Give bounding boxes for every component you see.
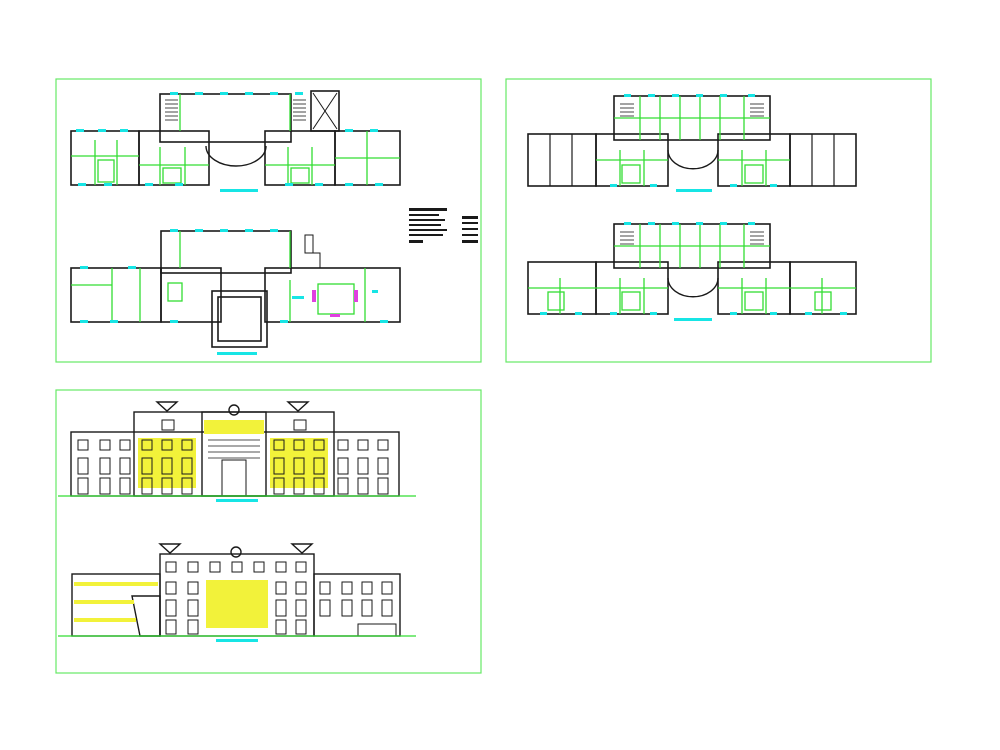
legend-block xyxy=(409,208,478,243)
upper-floor-plan-a xyxy=(527,94,857,192)
second-floor-plan xyxy=(70,229,401,355)
sheet-frames xyxy=(55,78,932,674)
frame-floor-plans-left xyxy=(55,78,482,363)
front-elevation xyxy=(58,401,416,502)
side-elevation xyxy=(58,543,416,642)
frame-floor-plans-right xyxy=(505,78,932,363)
frame-elevations xyxy=(55,389,482,674)
upper-floor-plan-b xyxy=(527,222,857,321)
ground-floor-plan xyxy=(70,90,401,192)
